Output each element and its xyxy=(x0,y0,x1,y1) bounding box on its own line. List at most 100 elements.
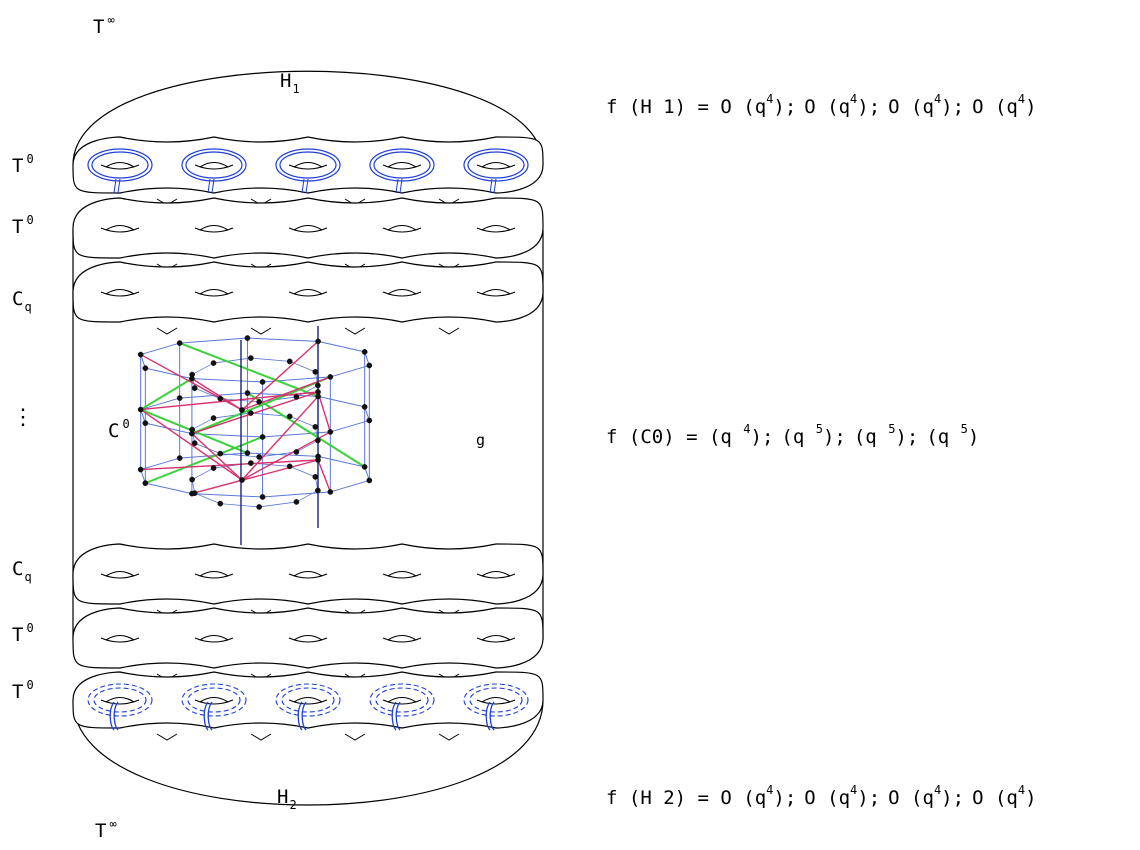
graph-vertex xyxy=(210,465,217,471)
equation-term: (q 5) xyxy=(926,422,980,448)
lobe-connector xyxy=(250,327,272,335)
graph-inner-edge xyxy=(220,453,260,458)
hole-upper-lip xyxy=(199,570,229,577)
hole-upper-lip xyxy=(293,696,323,703)
equation-term: O (q4) xyxy=(972,783,1037,809)
graph-ring-edge xyxy=(140,397,180,411)
hole-lower-lip xyxy=(476,164,516,170)
label-h2: H2 xyxy=(277,786,297,812)
hole-lower-lip xyxy=(288,573,328,579)
hole-upper-lip xyxy=(481,696,511,703)
longitude-curve xyxy=(203,701,209,731)
label-cq-b: Cq xyxy=(12,558,32,584)
label-cq-a: Cq xyxy=(12,288,32,314)
graph-vertex xyxy=(286,463,293,470)
graph-vertex xyxy=(315,338,321,345)
equation-term: O (q4); xyxy=(888,92,965,118)
graph-ring-edge xyxy=(145,367,193,380)
graph-vertex xyxy=(189,371,195,378)
graph-vertex xyxy=(191,440,198,446)
hole-lower-lip xyxy=(476,699,516,705)
graph-vertex xyxy=(137,406,144,413)
hole-lower-lip xyxy=(194,699,234,705)
graph-vertex xyxy=(312,369,319,375)
graph-vertex xyxy=(176,340,183,346)
meridian-curve-inner xyxy=(185,151,243,179)
hole-lower-lip xyxy=(194,637,234,643)
hole-upper-lip xyxy=(387,634,417,641)
graph-vertex xyxy=(293,499,300,505)
longitude-curve xyxy=(297,701,303,731)
graph-inner-edge xyxy=(296,440,319,453)
graph-vertex xyxy=(315,487,321,494)
graph-inner-edge xyxy=(250,357,290,362)
graph-vertex xyxy=(137,466,144,473)
equation-term: O (q4) xyxy=(972,92,1037,118)
hole-lower-lip xyxy=(476,291,516,297)
graph-vertex xyxy=(176,395,183,401)
hole-lower-lip xyxy=(100,637,140,643)
graph-vertex xyxy=(315,457,321,463)
meridian-curve-inner xyxy=(91,151,149,179)
longitude-curve xyxy=(485,701,491,731)
hole-upper-lip xyxy=(105,570,135,577)
graph-vertex xyxy=(286,413,293,420)
dashed-curve-outer xyxy=(275,683,341,717)
hole-upper-lip xyxy=(387,288,417,295)
surface-cq-top xyxy=(72,261,544,335)
graph-vertex xyxy=(210,415,217,421)
graph-vertex xyxy=(189,426,195,433)
longitude-curve xyxy=(489,701,495,731)
graph-vertex xyxy=(191,385,198,391)
hole-lower-lip xyxy=(382,164,422,170)
hole-upper-lip xyxy=(105,161,135,168)
handlebody-domes xyxy=(72,70,544,806)
hole-upper-lip xyxy=(105,696,135,703)
graph-vertex xyxy=(217,395,224,402)
dashed-curve-inner xyxy=(375,687,429,713)
graph-inner-edge xyxy=(259,501,297,508)
graph-vertex xyxy=(217,450,224,457)
meridian-curve-inner xyxy=(279,151,337,179)
meridian-tick xyxy=(489,178,497,194)
equation-lhs: f (H 2) = xyxy=(606,787,721,809)
graph-magenta-edge xyxy=(241,376,331,411)
label-g: g xyxy=(476,431,486,449)
lobe-connector xyxy=(156,733,178,741)
longitude-curve xyxy=(391,701,397,731)
label-t-infinity-top: T∞ xyxy=(93,13,115,38)
longitude-curve xyxy=(301,701,307,731)
graph-ring-edge xyxy=(317,395,365,408)
top-dome xyxy=(72,70,544,166)
hole-lower-lip xyxy=(382,227,422,233)
graph-vertex xyxy=(217,500,224,507)
hole-upper-lip xyxy=(387,161,417,168)
graph-green-edge xyxy=(191,376,331,435)
hole-lower-lip xyxy=(476,573,516,579)
hole-upper-lip xyxy=(199,288,229,295)
graph-vertex xyxy=(361,404,368,410)
graph-inner-edge xyxy=(194,492,221,504)
equation-c0: f (C0) = (q 4);(q 5);(q 5);(q 5) xyxy=(606,422,980,448)
graph-vertex xyxy=(293,394,300,400)
meridian-tick xyxy=(301,178,309,194)
graph-vertex xyxy=(244,390,251,396)
hole-upper-lip xyxy=(199,696,229,703)
equation-term: O (q4); xyxy=(804,783,881,809)
graph-vertex xyxy=(142,480,149,486)
graph-green-edge xyxy=(179,342,319,398)
equation-term: O (q4); xyxy=(888,783,965,809)
hole-lower-lip xyxy=(476,637,516,643)
graph-inner-edge xyxy=(289,466,316,478)
dashed-curve-inner xyxy=(187,687,241,713)
graph-ring-edge xyxy=(317,340,365,353)
surface-t0-third xyxy=(72,607,544,681)
vertical-ellipsis: ⋮ xyxy=(12,405,34,430)
skeleton-graph xyxy=(137,326,373,545)
longitude-curve xyxy=(395,701,401,731)
hole-upper-lip xyxy=(387,696,417,703)
dashed-curve-outer xyxy=(463,683,529,717)
hole-lower-lip xyxy=(194,164,234,170)
